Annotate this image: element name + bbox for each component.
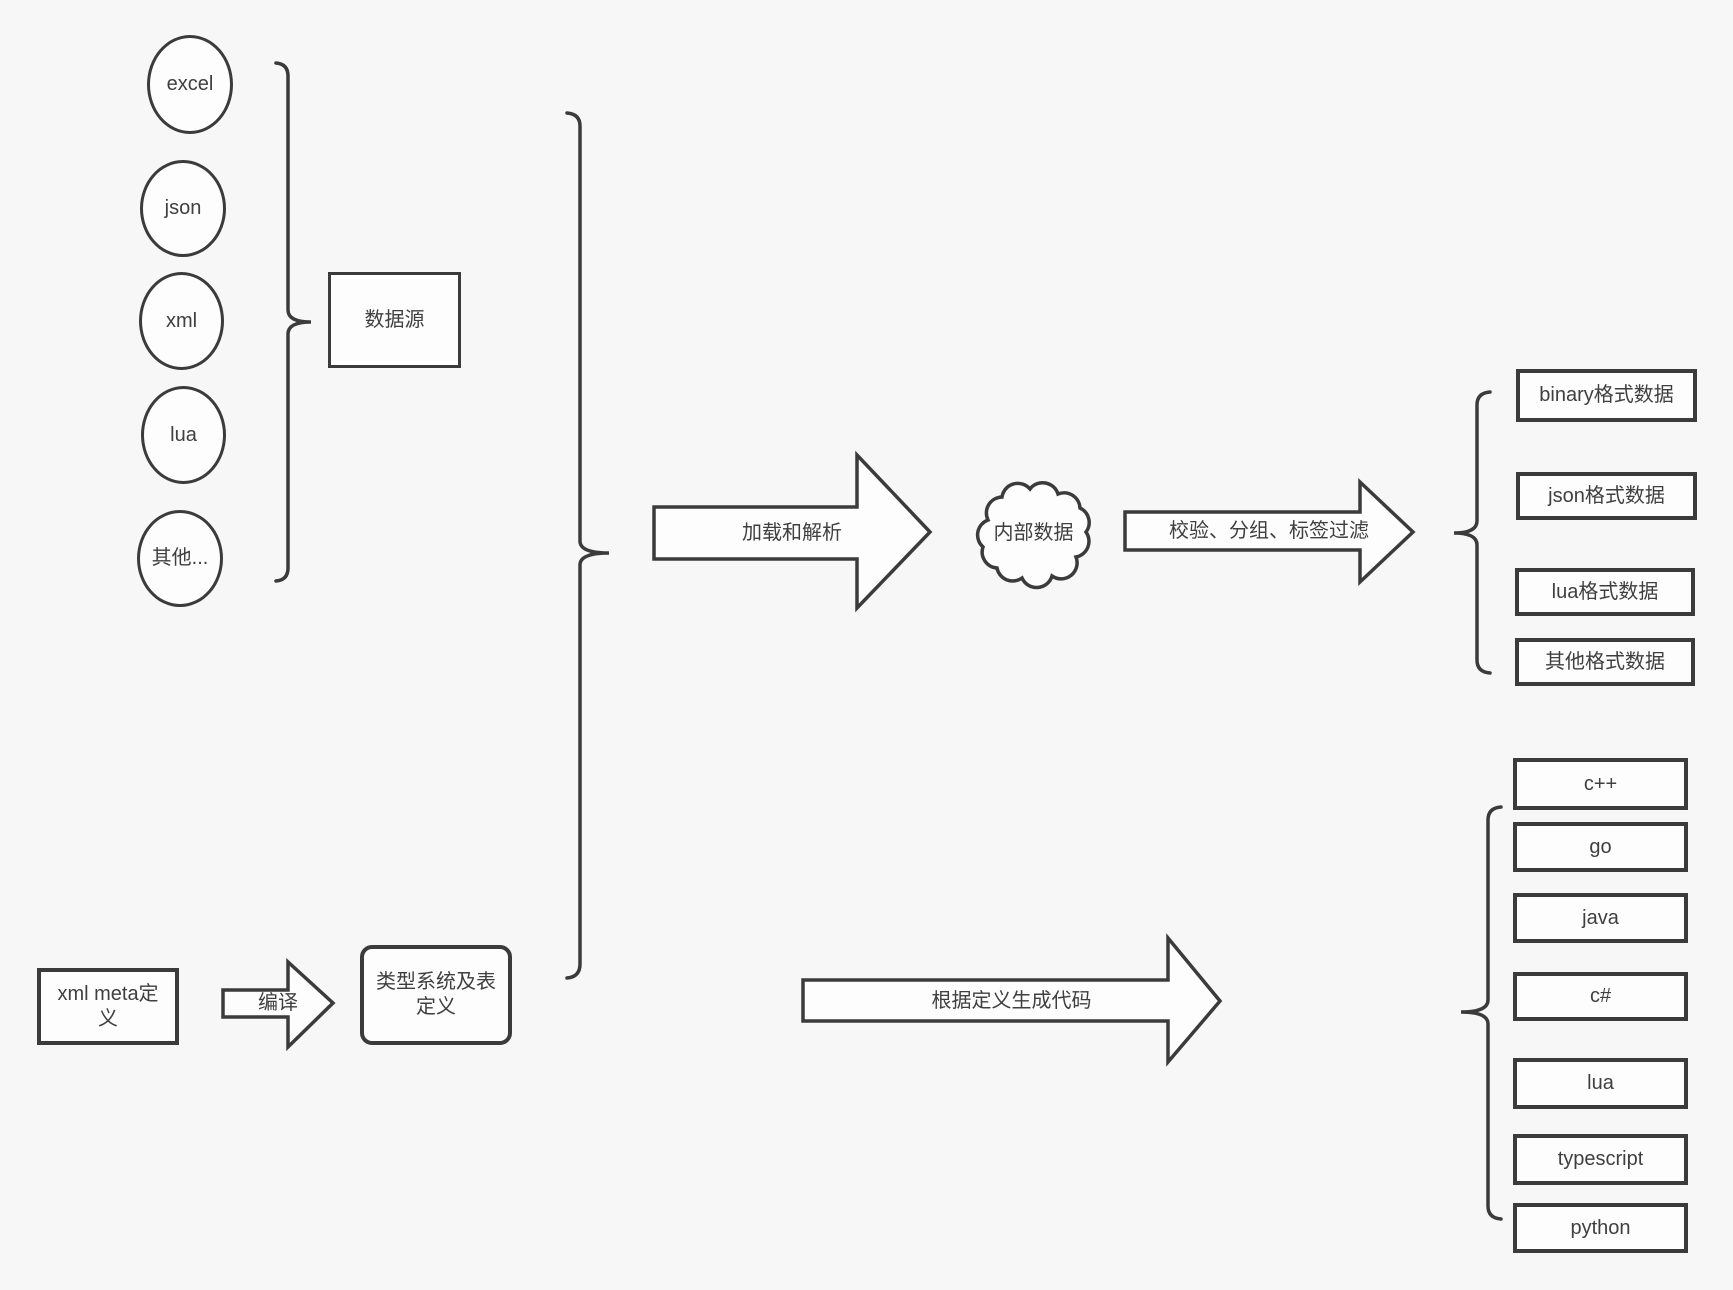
- format-label-json: json格式数据: [1548, 484, 1665, 507]
- lang-box-go: go: [1513, 822, 1688, 872]
- lang-box-lua: lua: [1513, 1058, 1688, 1109]
- arrow-codegen: [801, 933, 1223, 1067]
- format-label-other: 其他格式数据: [1545, 650, 1665, 673]
- format-box-json: json格式数据: [1516, 472, 1697, 520]
- source-label-excel: excel: [166, 73, 214, 95]
- internal-data-label: 内部数据: [993, 522, 1074, 544]
- lang-label-python: python: [1570, 1216, 1631, 1239]
- xml-meta-box: xml meta定义: [37, 968, 179, 1045]
- lang-label-cpp: c++: [1583, 772, 1618, 795]
- source-circle-json: json: [140, 160, 226, 257]
- load-parse-label: 加载和解析: [742, 522, 842, 544]
- brace-formats: [1453, 390, 1492, 675]
- type-system-box: 类型系统及表定义: [360, 945, 512, 1045]
- lang-label-lua: lua: [1587, 1072, 1614, 1094]
- format-box-other: 其他格式数据: [1515, 638, 1695, 686]
- source-label-lua: lua: [170, 423, 197, 446]
- lang-box-python: python: [1513, 1203, 1688, 1253]
- lang-box-csharp: c#: [1513, 972, 1688, 1021]
- arrow-filter: [1123, 477, 1416, 587]
- source-circle-xml: xml: [139, 272, 224, 370]
- lang-label-typescript: typescript: [1557, 1148, 1644, 1170]
- source-circle-lua: lua: [141, 386, 226, 484]
- arrow-compile: [221, 958, 336, 1052]
- codegen-arrow-label: 根据定义生成代码: [931, 989, 1092, 1012]
- type-system-label: 类型系统及表定义: [376, 971, 496, 1018]
- arrow-load-parse: [652, 450, 933, 613]
- lang-box-cpp: c++: [1513, 758, 1688, 810]
- format-box-lua: lua格式数据: [1515, 568, 1695, 616]
- lang-label-go: go: [1589, 835, 1612, 858]
- format-label-binary: binary格式数据: [1539, 384, 1674, 406]
- datasource-box: 数据源: [328, 272, 461, 368]
- format-label-lua: lua格式数据: [1551, 580, 1659, 603]
- lang-box-typescript: typescript: [1513, 1134, 1688, 1185]
- lang-label-java: java: [1582, 906, 1619, 929]
- brace-inputs-group: [565, 111, 610, 980]
- xml-meta-label: xml meta定义: [57, 982, 159, 1030]
- lang-label-csharp: c#: [1589, 985, 1612, 1007]
- lang-box-java: java: [1513, 893, 1688, 943]
- source-label-xml: xml: [165, 309, 198, 332]
- source-label-json: json: [164, 197, 202, 219]
- source-circle-excel: excel: [147, 35, 233, 134]
- brace-languages: [1460, 805, 1503, 1221]
- compile-arrow-label: 编译: [258, 992, 298, 1014]
- source-label-other: 其他...: [151, 547, 209, 569]
- source-circle-other: 其他...: [137, 510, 223, 607]
- internal-data-cloud: [975, 481, 1091, 590]
- datasource-label: 数据源: [364, 308, 425, 331]
- brace-sources: [274, 61, 312, 583]
- format-box-binary: binary格式数据: [1516, 369, 1697, 422]
- filter-arrow-label: 校验、分组、标签过滤: [1169, 520, 1369, 542]
